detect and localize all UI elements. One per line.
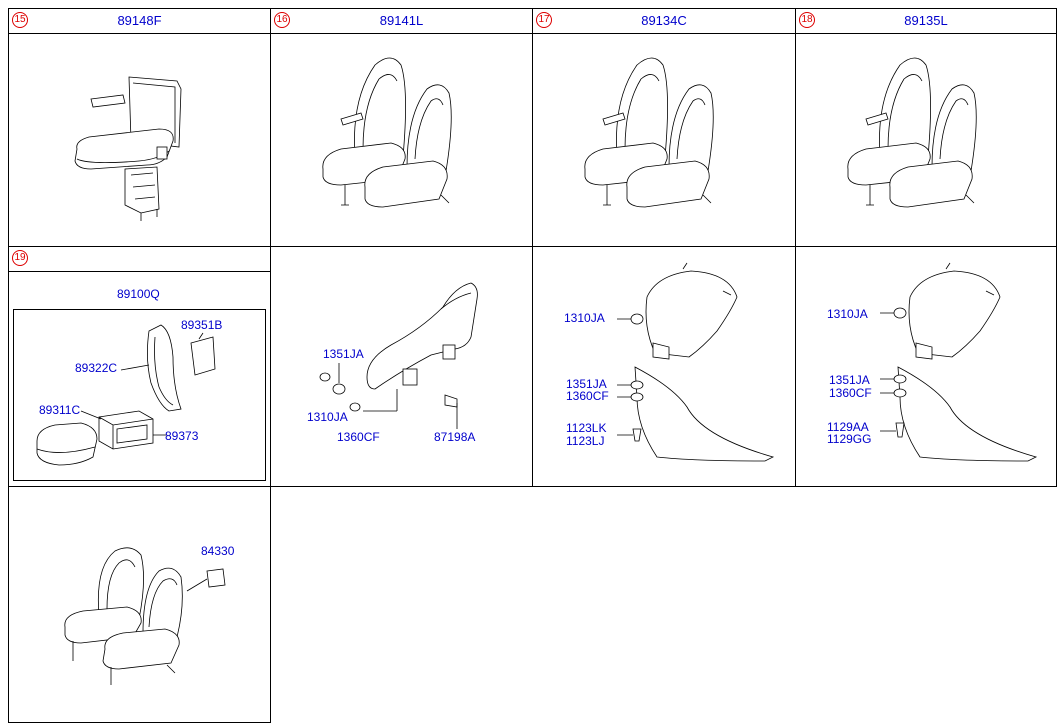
callout-label[interactable]: 84330 [201, 544, 235, 558]
panel-19: 19 89100Q 89351B 89322C 89311C 89373 [8, 246, 271, 487]
part-number-link[interactable]: 89134C [641, 13, 687, 28]
callout-number: 16 [274, 12, 290, 28]
callout-label[interactable]: 87198A [434, 430, 476, 444]
callout-label[interactable]: 1310JA [564, 311, 605, 325]
panel-18: 18 89135L [795, 8, 1057, 247]
callout-label[interactable]: 1123LK [566, 421, 607, 435]
panel-21: 1310JA 1351JA 1360CF 1123LK 1123LJ [532, 246, 796, 487]
part-number-link[interactable]: 89135L [904, 13, 948, 28]
part-number-link[interactable]: 89148F [117, 13, 162, 28]
callout-label[interactable]: 89322C [75, 361, 118, 375]
single-seat-illustration [74, 76, 182, 221]
panel-23: 84330 [8, 486, 271, 723]
seat-components-illustration [36, 324, 216, 466]
callout-label[interactable]: 1310JA [827, 307, 868, 321]
callout-number: 18 [799, 12, 815, 28]
callout-label[interactable]: 1123LJ [566, 434, 605, 448]
double-seat-illustration [322, 57, 452, 208]
callout-label[interactable]: 89351B [181, 318, 223, 332]
panel-20: 1351JA 1310JA 1360CF 87198A [270, 246, 533, 487]
panel-17: 17 89134C [532, 8, 796, 247]
callout-label[interactable]: 1351JA [566, 377, 607, 391]
double-seat-illustration [584, 57, 714, 208]
panel-header: 15 89148F [9, 9, 270, 34]
callout-label[interactable]: 1360CF [566, 389, 609, 403]
seat-mount-illustration [880, 262, 1038, 462]
double-seat-illustration [847, 57, 977, 208]
part-number-link[interactable]: 89141L [379, 13, 424, 28]
seat-with-part-illustration [64, 547, 226, 685]
callout-label[interactable]: 1310JA [307, 410, 348, 424]
callout-label[interactable]: 1129AA [827, 420, 869, 434]
assembly-part-number[interactable]: 89100Q [117, 287, 160, 301]
panel-22: 1310JA 1351JA 1360CF 1129AA 1129GG [795, 246, 1057, 487]
seat-mount-illustration [617, 262, 775, 462]
panel-header: 19 [9, 247, 270, 272]
callout-number: 19 [12, 250, 28, 266]
callout-label[interactable]: 1351JA [829, 373, 870, 387]
callout-label[interactable]: 1129GG [827, 432, 872, 446]
callout-number: 15 [12, 12, 28, 28]
callout-label[interactable]: 89373 [165, 429, 199, 443]
panel-header: 16 89141L [271, 9, 532, 34]
callout-label[interactable]: 1351JA [323, 347, 364, 361]
callout-label[interactable]: 1360CF [337, 430, 380, 444]
panel-header: 17 89134C [533, 9, 795, 34]
callout-number: 17 [536, 12, 552, 28]
panel-header: 18 89135L [796, 9, 1056, 34]
callout-label[interactable]: 1360CF [829, 386, 872, 400]
callout-label[interactable]: 89311C [39, 403, 81, 417]
panel-16: 16 89141L [270, 8, 533, 247]
armrest-illustration [319, 282, 478, 429]
panel-15: 15 89148F [8, 8, 271, 247]
assembly-box [13, 309, 266, 481]
